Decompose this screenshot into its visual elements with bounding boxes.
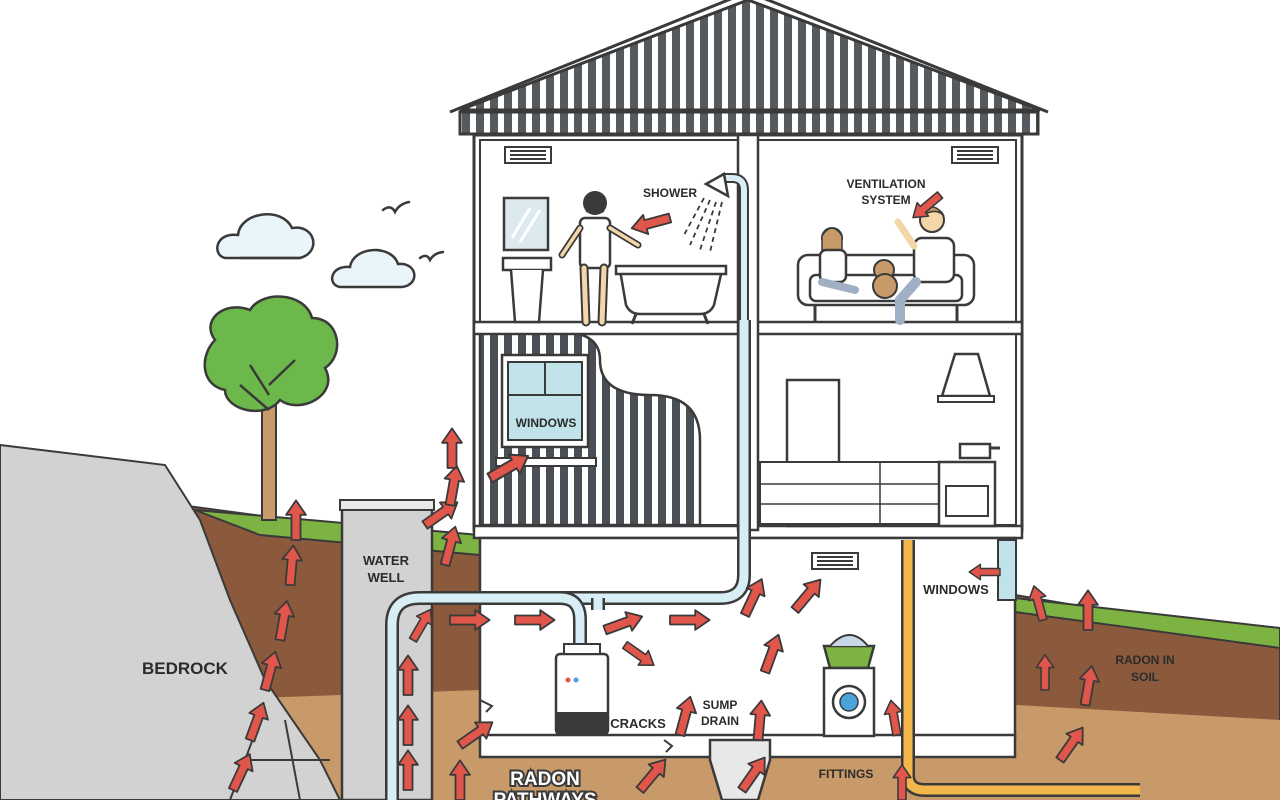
water-well-label: WELL <box>368 570 405 585</box>
cloud-icon <box>330 248 416 289</box>
woman-figure <box>558 191 642 327</box>
shower-label: SHOWER <box>643 186 697 200</box>
radon-arrow-icon <box>439 463 468 508</box>
sump-drain-label: SUMP <box>703 698 738 712</box>
water-heater-icon <box>554 643 610 736</box>
sump-drain-label: DRAIN <box>701 714 739 728</box>
radon-pathways-title: RADON <box>510 769 580 790</box>
washing-machine-icon <box>822 666 876 738</box>
range-hood-icon <box>937 352 995 403</box>
shower-head-icon <box>683 172 749 320</box>
windows-upper-label: WINDOWS <box>516 416 577 430</box>
bird-icon <box>381 200 445 263</box>
ventilation-label: SYSTEM <box>861 193 910 207</box>
vent-grille-icon <box>951 146 999 164</box>
bedrock-label: BEDROCK <box>142 659 229 678</box>
vent-grille-icon <box>811 552 859 570</box>
roof <box>459 0 1041 112</box>
kitchen-cabinets <box>759 461 941 525</box>
sink-icon <box>501 256 553 324</box>
window-lower <box>997 539 1017 601</box>
radon-arrow-icon <box>441 427 463 469</box>
radon-in-soil-label: RADON IN <box>1115 653 1174 667</box>
fittings-label: FITTINGS <box>819 767 874 781</box>
radon-in-soil-label: SOIL <box>1131 670 1159 684</box>
radon-pathways-title: PATHWAYS <box>493 790 596 800</box>
bathtub-icon <box>614 264 728 325</box>
cloud-icon <box>216 213 315 260</box>
water-pipes <box>385 320 751 800</box>
cracks-label: CRACKS <box>610 716 666 731</box>
crack <box>479 699 674 753</box>
sump-pit <box>708 738 772 800</box>
stove-icon <box>937 442 1000 528</box>
tree-icon <box>203 295 339 521</box>
window-upper <box>495 353 597 467</box>
windows-lower-label: WINDOWS <box>923 582 989 597</box>
mirror <box>502 196 550 252</box>
vent-grille-icon <box>504 146 552 164</box>
water-well-label: WATER <box>363 553 410 568</box>
ventilation-label: VENTILATION <box>846 177 925 191</box>
